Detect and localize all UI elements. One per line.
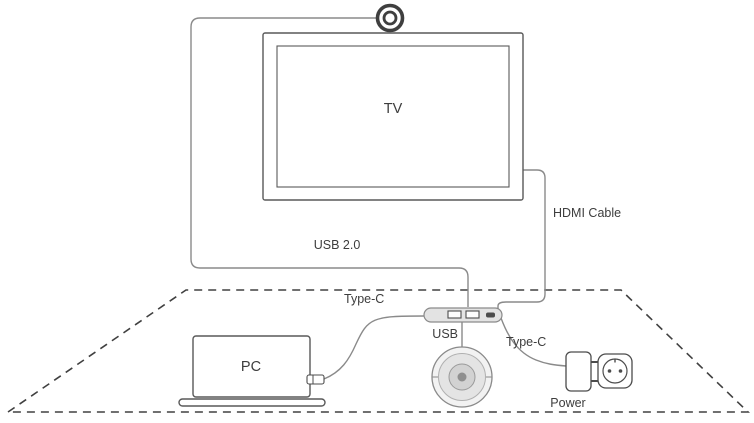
hub-usb-port-1 [447,310,462,319]
tv: TV [262,32,524,201]
power-typec-cable [500,317,567,367]
usb-dongle-icon [306,374,325,385]
power-outlet-icon [597,353,633,389]
laptop-label: PC [241,359,261,375]
laptop: PC [178,335,326,407]
table-outline [5,289,750,413]
hub-small-port [486,312,495,318]
tv-screen [276,45,510,188]
power-adapter-icon [565,351,599,392]
laptop-base [178,398,326,407]
power-label: Power [550,396,585,410]
typec-pc-label: Type-C [344,292,384,306]
speakerphone-icon [431,346,493,408]
usb-hub-icon [423,307,503,323]
tv-label: TV [384,101,403,117]
pc-typec-cable [323,315,425,380]
hdmi-cable-label: HDMI Cable [553,206,621,220]
webcam-icon [375,3,405,33]
usb2-cable-label: USB 2.0 [314,238,361,252]
hdmi-cable [497,169,546,309]
usb2-cable [190,17,469,307]
hub-usb-port-2 [465,310,480,319]
usb-speaker-label: USB [432,327,458,341]
typec-power-label: Type-C [506,335,546,349]
